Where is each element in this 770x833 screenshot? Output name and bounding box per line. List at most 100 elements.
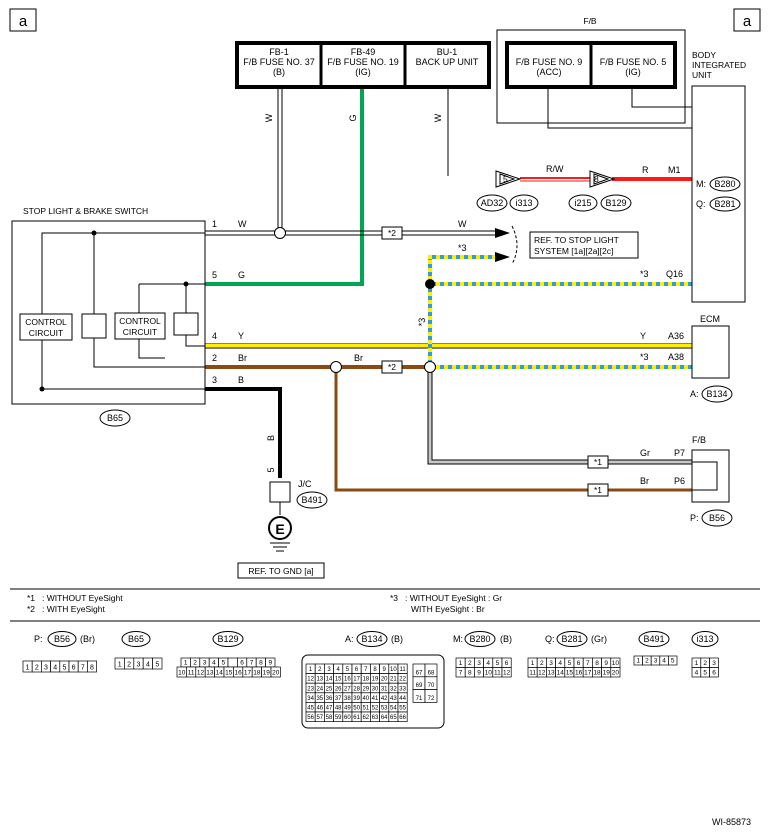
splice-star1-br: *1 xyxy=(587,483,609,497)
b134-pin: 15 xyxy=(335,677,342,683)
b129-pin: 6 xyxy=(240,660,244,667)
inline-connectors: 5 8 R/W R AD32 i313 i215 B129 xyxy=(476,164,649,212)
b281-pin: 3 xyxy=(549,660,553,667)
svg-text:CONTROL: CONTROL xyxy=(25,317,67,327)
b56-pin: 6 xyxy=(72,665,76,672)
b129-pin: 19 xyxy=(263,670,271,677)
svg-text:M:: M: xyxy=(696,179,706,189)
b134-pin: 22 xyxy=(399,677,406,683)
svg-text:BACK UP UNIT: BACK UP UNIT xyxy=(416,57,479,67)
b281-pin: 1 xyxy=(531,660,535,667)
b134-pin: 43 xyxy=(390,696,397,702)
i313-pin: 4 xyxy=(695,670,699,677)
svg-text:*3: *3 xyxy=(640,269,649,279)
i313-pin: 6 xyxy=(712,670,716,677)
b281-pin: 14 xyxy=(557,670,565,677)
wire-fb-biu xyxy=(547,87,692,129)
b56-pin: 8 xyxy=(90,665,94,672)
b281-pin: 16 xyxy=(575,670,583,677)
wire-rw xyxy=(520,177,590,182)
fb-box: F/B F/B FUSE NO. 9 (ACC) F/B FUSE NO. 5 … xyxy=(496,16,686,124)
svg-text:F/B FUSE NO. 37: F/B FUSE NO. 37 xyxy=(243,57,315,67)
wire-star3 xyxy=(428,252,692,369)
b134-pin: 68 xyxy=(428,670,435,676)
b134-pin: 41 xyxy=(372,696,379,702)
b129-pin: 20 xyxy=(272,670,280,677)
b134-pin: 24 xyxy=(316,686,323,692)
b134-pin: 16 xyxy=(344,677,351,683)
b134-pin: 5 xyxy=(346,667,350,673)
svg-text:Q16: Q16 xyxy=(666,269,683,279)
b281-pin: 7 xyxy=(586,660,590,667)
b134-pin: 20 xyxy=(381,677,388,683)
b129-pin: 7 xyxy=(250,660,254,667)
b129-pin: 17 xyxy=(244,670,252,677)
b281-pin: 5 xyxy=(568,660,572,667)
b491-pin: 5 xyxy=(671,658,675,665)
b134-pin: 45 xyxy=(307,706,314,712)
b134-pin: 28 xyxy=(353,686,360,692)
b65-cell xyxy=(152,657,163,670)
b281-cell xyxy=(610,667,621,678)
wire-b xyxy=(205,387,282,478)
b134-pin: 38 xyxy=(344,696,351,702)
b134-pin: 59 xyxy=(335,715,342,721)
connector-view-labels: P: B56 (Br) B65 B129 A: B134 (B) M: B280… xyxy=(34,631,719,647)
svg-text:W: W xyxy=(433,113,443,122)
splice-star2-upper: *2 xyxy=(381,226,403,240)
svg-text:A38: A38 xyxy=(668,352,684,362)
svg-text:: WITHOUT EyeSight: : WITHOUT EyeSight xyxy=(42,593,123,603)
b281-pin: 6 xyxy=(577,660,581,667)
b56-cell xyxy=(87,660,97,673)
b280-pin: 12 xyxy=(503,670,511,677)
b134-pin: 63 xyxy=(372,715,379,721)
i313-pin: 3 xyxy=(712,660,716,667)
b280-cell xyxy=(501,667,512,678)
svg-text:B280: B280 xyxy=(469,634,490,644)
i313-pin: 2 xyxy=(703,660,707,667)
svg-text:i313: i313 xyxy=(515,198,532,208)
svg-text:A36: A36 xyxy=(668,331,684,341)
svg-text:1: 1 xyxy=(212,219,217,229)
b134-pin: 42 xyxy=(381,696,388,702)
b134-pin: 72 xyxy=(428,696,435,702)
b134-pin: 9 xyxy=(383,667,387,673)
b134-pin: 44 xyxy=(399,696,406,702)
b65-pin: 2 xyxy=(127,662,131,669)
b134-pin: 4 xyxy=(337,667,341,673)
svg-text:a: a xyxy=(743,13,752,30)
b134-pin: 14 xyxy=(326,677,333,683)
b129-pin: 10 xyxy=(178,670,186,677)
svg-text:Q:: Q: xyxy=(545,634,555,644)
b65-pin: 4 xyxy=(146,662,150,669)
svg-text:CIRCUIT: CIRCUIT xyxy=(123,327,157,337)
b280-pin: 1 xyxy=(459,660,463,667)
b134-pin: 34 xyxy=(307,696,314,702)
svg-text:4: 4 xyxy=(212,331,217,341)
svg-text:A:: A: xyxy=(345,634,354,644)
splice-star1-gr: *1 xyxy=(587,455,609,469)
fb-connector: F/B P7 P6 P: B56 xyxy=(674,435,733,527)
b134-pin: 26 xyxy=(335,686,342,692)
b56-pin: 2 xyxy=(35,665,39,672)
splice-star3-q16 xyxy=(425,279,435,289)
svg-text:*1: *1 xyxy=(594,457,602,467)
splice-w xyxy=(274,227,286,239)
b134-pin: 64 xyxy=(381,715,388,721)
b65-pin: 5 xyxy=(155,662,159,669)
b134-pin: 60 xyxy=(344,715,351,721)
svg-text:5: 5 xyxy=(503,174,508,184)
b134-pin: 69 xyxy=(416,683,423,689)
b134-pin: 13 xyxy=(316,677,323,683)
b281-pin: 9 xyxy=(604,660,608,667)
svg-text:AD32: AD32 xyxy=(481,198,504,208)
b129-pin: 9 xyxy=(268,660,272,667)
svg-text:E: E xyxy=(275,521,284,537)
svg-text:i313: i313 xyxy=(696,634,713,644)
notes: *1 : WITHOUT EyeSight *2 : WITH EyeSight… xyxy=(27,593,502,614)
svg-text:REF. TO STOP LIGHT: REF. TO STOP LIGHT xyxy=(534,235,619,245)
svg-text:(Br): (Br) xyxy=(80,634,95,644)
b134-pin: 6 xyxy=(355,667,359,673)
svg-text:: WITH EyeSight: : WITH EyeSight xyxy=(42,604,105,614)
svg-text:Br: Br xyxy=(354,353,363,363)
